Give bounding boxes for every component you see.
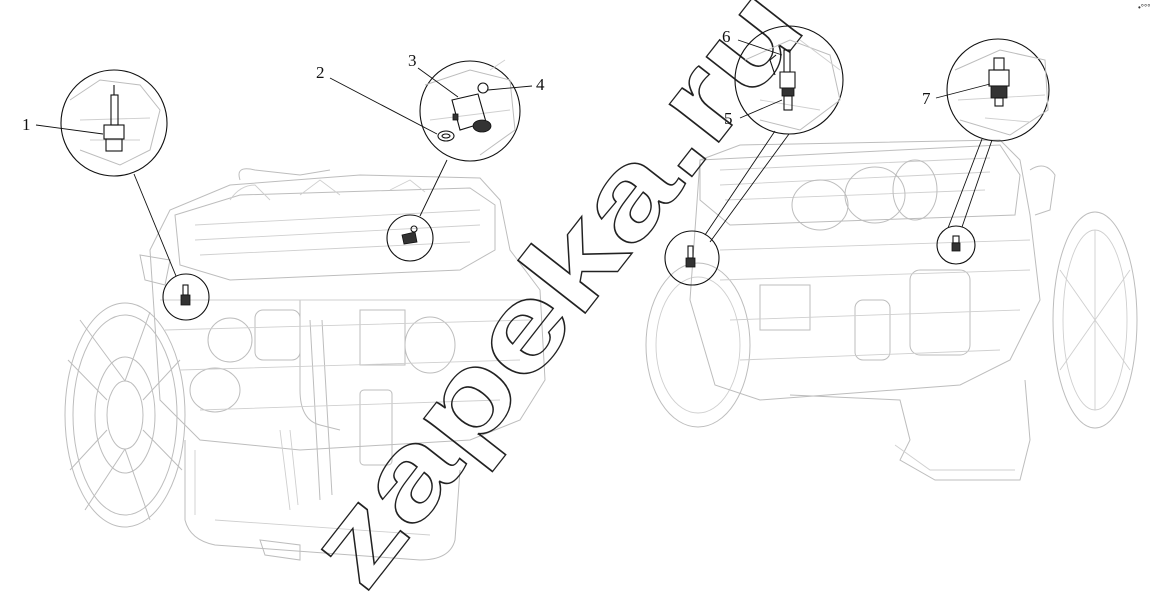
callout-label-2: 2 <box>316 63 325 82</box>
callout-label-5: 5 <box>724 109 733 128</box>
left-engine-fan <box>64 302 186 528</box>
sensor-2-3-4-callout: 2 3 4 <box>316 51 545 262</box>
callout-label-1: 1 <box>22 115 31 134</box>
sensor-5-location-marker <box>685 245 696 268</box>
sensor-7-inset-detail <box>954 49 1049 136</box>
sensor-5-6-inset-detail <box>744 39 841 131</box>
sensor-5-6-callout: 6 5 <box>664 25 844 286</box>
right-engine-drawing <box>645 139 1138 481</box>
sensor-1-inset-detail <box>69 79 161 166</box>
left-engine-drawing <box>64 168 546 561</box>
sensor-7-location-marker <box>951 235 961 252</box>
callout-label-6: 6 <box>722 27 731 46</box>
sensor-1-location-marker <box>180 284 191 306</box>
svg-text:zapeka.ru: zapeka.ru <box>281 0 828 597</box>
sensor-7-callout: 7 <box>922 38 1050 265</box>
corner-mark: •°°° <box>1138 3 1150 12</box>
callout-label-4: 4 <box>536 75 545 94</box>
callout-label-7: 7 <box>922 89 931 108</box>
watermark: zapeka.ru <box>281 0 830 597</box>
sensor-3-location-marker <box>401 225 418 245</box>
callout-label-3: 3 <box>408 51 417 70</box>
sensor-3-inset-detail <box>424 59 516 156</box>
sensor-1-callout: 1 <box>22 69 210 321</box>
